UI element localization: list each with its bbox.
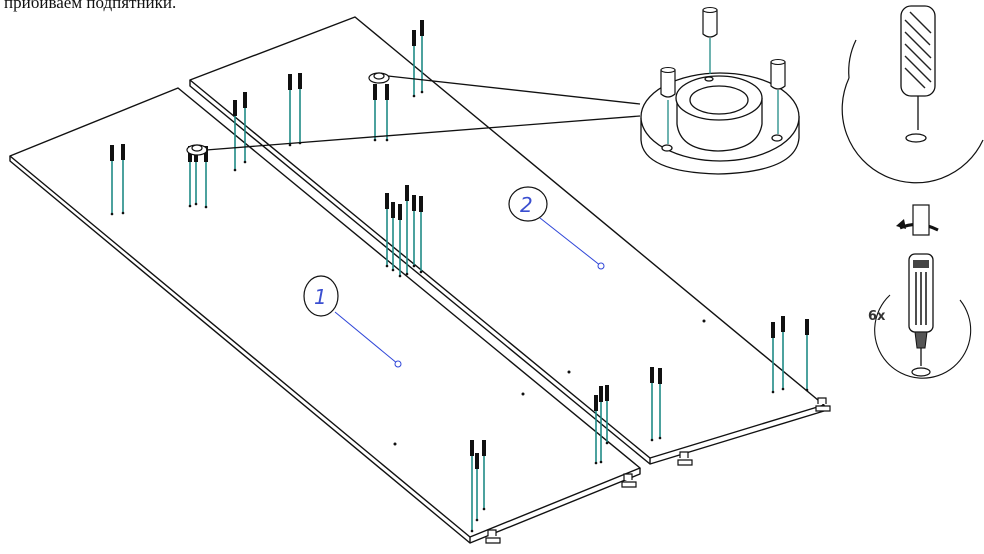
nail (419, 196, 423, 274)
nail (385, 193, 389, 268)
nail (420, 20, 424, 94)
nail (233, 100, 237, 172)
nail (405, 185, 409, 276)
part-label-2: 2 (508, 186, 605, 270)
callout-leader-lines (205, 75, 641, 151)
glider-foot-icon (186, 72, 390, 156)
nail (650, 367, 654, 442)
nail (658, 368, 662, 440)
nail (288, 74, 292, 147)
glider-feet (485, 397, 831, 544)
nail (110, 145, 114, 216)
nail (412, 30, 416, 98)
nail (412, 195, 416, 268)
nail (771, 322, 775, 394)
nail (391, 202, 395, 272)
nails (110, 20, 809, 533)
panel-holes (393, 319, 706, 446)
nail (398, 204, 402, 278)
nail (594, 395, 598, 465)
quantity-label: 6x (868, 309, 886, 324)
nail (781, 316, 785, 391)
nail (805, 319, 809, 392)
callout-nails (660, 7, 786, 144)
hammer-handle-icon (841, 5, 984, 184)
instruction-caption: прибиваем подпятники. (4, 0, 177, 12)
part-label-1: 1 (303, 275, 402, 368)
nail (121, 144, 125, 215)
part-number-1: 1 (314, 285, 327, 309)
nail (204, 146, 208, 209)
nail (482, 440, 486, 511)
screwdriver-icon: 6x (868, 204, 972, 379)
nail (599, 386, 603, 464)
part-number-2: 2 (520, 193, 533, 217)
nail (373, 84, 377, 142)
nail (475, 453, 479, 522)
nail (243, 92, 247, 164)
glider-foot-detail (640, 72, 800, 175)
nail (605, 385, 609, 445)
nail (385, 84, 389, 142)
nail (470, 440, 474, 533)
